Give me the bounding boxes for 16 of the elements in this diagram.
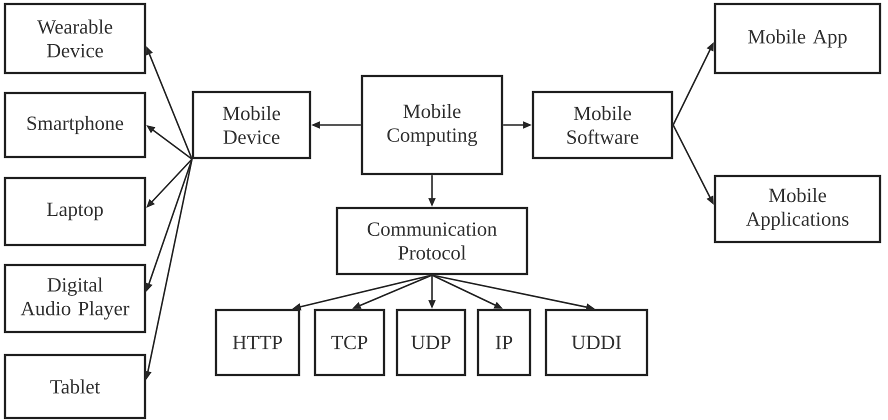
process-box: Tablet	[4, 354, 146, 420]
process-box: Laptop	[4, 176, 146, 246]
process-box: Mobile Device	[192, 90, 312, 160]
process-box: TCP	[314, 308, 386, 376]
process-box: Mobile App	[714, 2, 882, 74]
process-box: HTTP	[214, 308, 300, 376]
process-box: Communication Protocol	[336, 206, 528, 276]
process-box: UDDI	[544, 308, 648, 376]
process-box: Mobile Software	[532, 90, 674, 160]
process-box: UDP	[396, 308, 466, 376]
process-box: Mobile Computing	[360, 74, 504, 176]
process-box: Digital Audio Player	[4, 264, 146, 334]
process-box: Smartphone	[4, 92, 146, 158]
process-box: Mobile Applications	[714, 174, 882, 244]
process-box: Wearable Device	[4, 2, 146, 74]
process-box: IP	[476, 308, 532, 376]
